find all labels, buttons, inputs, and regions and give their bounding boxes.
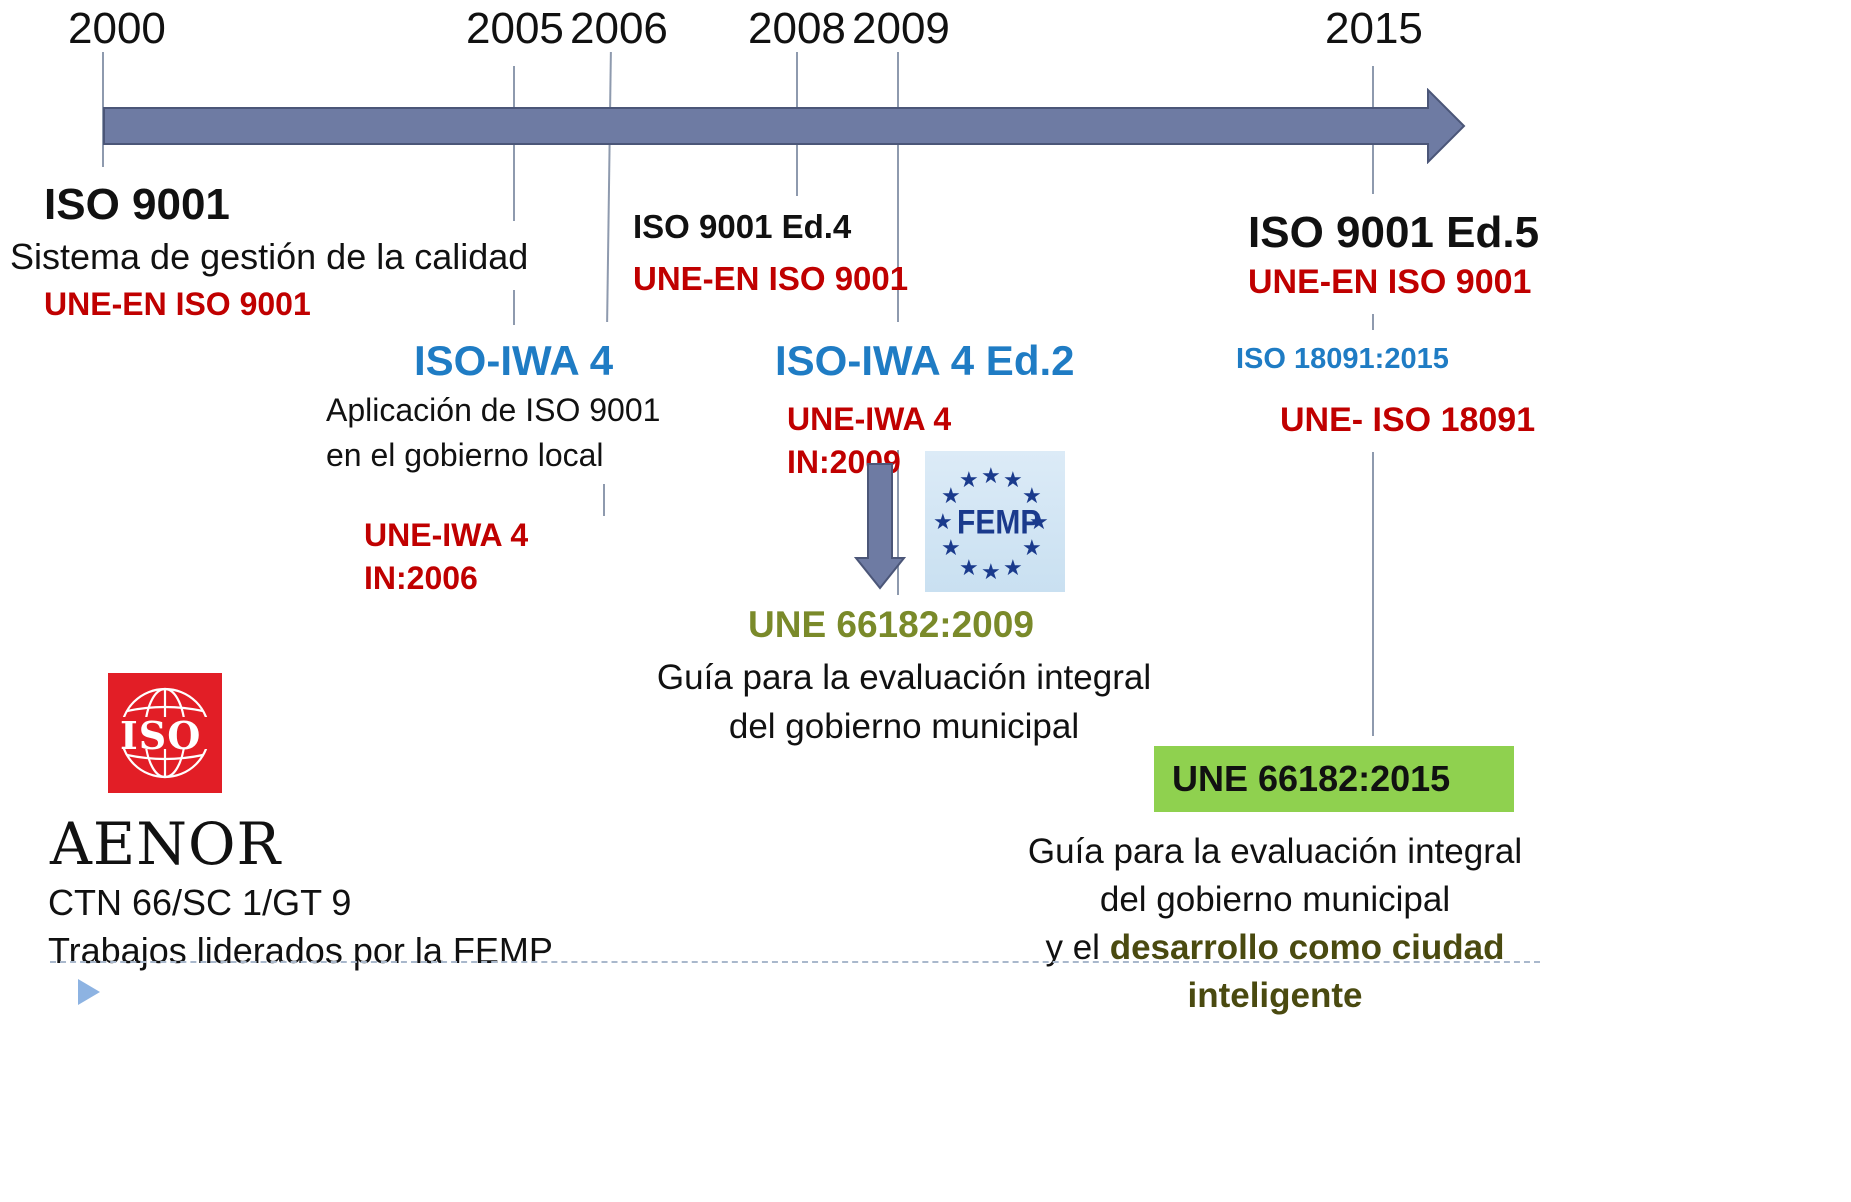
une-66182-2015-desc-4: inteligente	[1187, 976, 1363, 1015]
iso-iwa4-title: ISO-IWA 4	[414, 337, 614, 384]
iso-9001-desc: Sistema de gestión de la calidad	[10, 236, 529, 277]
une-66182-2015-desc-2: del gobierno municipal	[1099, 880, 1451, 919]
tick-2015-mid	[1372, 314, 1374, 330]
aenor-note: Trabajos liderados por la FEMP	[48, 930, 553, 971]
iso-9001-ed5-une: UNE-EN ISO 9001	[1248, 263, 1532, 301]
timeline-arrow	[103, 88, 1466, 164]
une-iso-18091: UNE- ISO 18091	[1280, 401, 1536, 439]
svg-text:★: ★	[959, 556, 979, 581]
svg-text:★: ★	[1003, 556, 1023, 581]
year-2006: 2006	[570, 4, 668, 53]
svg-text:★: ★	[1003, 468, 1023, 493]
une-66182-2009-desc-1: Guía para la evaluación integral	[656, 658, 1152, 697]
svg-text:★: ★	[1022, 536, 1042, 561]
year-2009: 2009	[852, 4, 950, 53]
une-66182-2015-desc-1: Guía para la evaluación integral	[1027, 832, 1523, 871]
aenor-logo: AENOR	[50, 810, 282, 878]
une-66182-2015-title: UNE 66182:2015	[1172, 758, 1451, 799]
une-iwa4-2006-line1: UNE-IWA 4	[364, 517, 529, 553]
iso-iwa4-desc-2: en el gobierno local	[326, 437, 604, 473]
une-66182-2015-box: UNE 66182:2015	[1154, 746, 1514, 812]
une-66182-2015-desc-3: y el desarrollo como ciudad	[1010, 928, 1540, 968]
year-2015: 2015	[1325, 4, 1423, 53]
svg-text:★: ★	[981, 464, 1001, 489]
play-bullet-icon	[78, 979, 100, 1005]
svg-text:★: ★	[941, 484, 961, 509]
down-arrow-icon	[854, 463, 906, 590]
svg-text:★: ★	[981, 560, 1001, 585]
iso-9001-une: UNE-EN ISO 9001	[44, 286, 311, 322]
iso-9001-ed5-title: ISO 9001 Ed.5	[1248, 208, 1540, 257]
desc-3-prefix: y el	[1045, 928, 1110, 967]
femp-logo: ★ ★ ★ ★ ★ ★ ★ ★ ★ ★ ★ ★ FEMP	[925, 451, 1065, 592]
year-2008: 2008	[748, 4, 846, 53]
iso-logo-text: ISO	[120, 713, 202, 758]
iso-iwa4-desc-1: Aplicación de ISO 9001	[326, 392, 661, 428]
globe-icon	[118, 687, 212, 779]
svg-text:★: ★	[959, 468, 979, 493]
aenor-committee: CTN 66/SC 1/GT 9	[48, 882, 352, 923]
iso-9001-title: ISO 9001	[44, 180, 230, 229]
footer-divider	[50, 961, 1540, 963]
svg-text:★: ★	[941, 536, 961, 561]
une-66182-2009-title: UNE 66182:2009	[748, 604, 1034, 645]
tick-2009	[897, 52, 899, 322]
tick-2009-lower	[897, 450, 899, 595]
iso-logo: ISO	[108, 673, 222, 793]
une-iwa4-2009-line1: UNE-IWA 4	[787, 401, 952, 437]
desc-3-highlight: desarrollo como ciudad	[1109, 928, 1505, 967]
year-2005: 2005	[466, 4, 564, 53]
svg-text:★: ★	[1029, 510, 1049, 535]
iso-iwa4-ed2-title: ISO-IWA 4 Ed.2	[775, 337, 1075, 384]
iso-9001-ed4-title: ISO 9001 Ed.4	[633, 208, 852, 245]
year-2000: 2000	[68, 4, 166, 53]
svg-text:★: ★	[1022, 484, 1042, 509]
tick-2005-lower	[513, 290, 515, 325]
iso-18091-2015: ISO 18091:2015	[1236, 343, 1449, 375]
iso-9001-ed4-une: UNE-EN ISO 9001	[633, 260, 909, 297]
une-66182-2009-desc-2: del gobierno municipal	[728, 707, 1080, 746]
svg-text:★: ★	[933, 510, 953, 535]
tick-2006-lower	[603, 484, 605, 516]
femp-stars-icon: ★ ★ ★ ★ ★ ★ ★ ★ ★ ★ ★ ★	[933, 464, 1049, 585]
femp-logo-text: FEMP	[957, 503, 1041, 542]
tick-2015-lower	[1372, 452, 1374, 736]
une-iwa4-2006-line2: IN:2006	[364, 560, 478, 596]
